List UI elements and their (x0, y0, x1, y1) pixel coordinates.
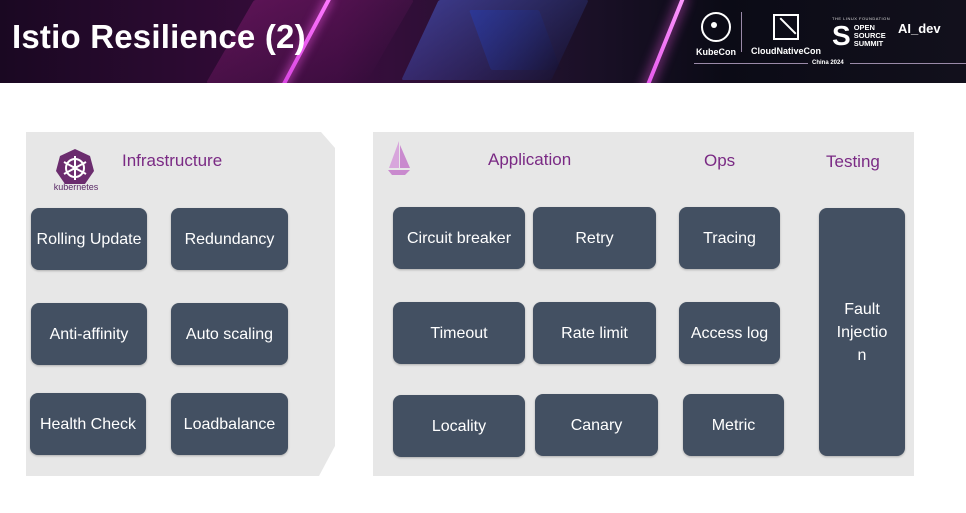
card-anti-affinity: Anti-affinity (31, 303, 147, 365)
section-title-infrastructure: Infrastructure (122, 151, 223, 170)
card-locality: Locality (393, 395, 525, 457)
logo-rule (850, 63, 966, 64)
card-health-check: Health Check (30, 393, 146, 455)
card-redundancy: Redundancy (171, 208, 288, 270)
ai-dev-logo: AI_dev (898, 21, 941, 36)
event-label: China 2024 (812, 60, 844, 66)
open-source-summit-logo: THE LINUX FOUNDATION S OPEN SOURCE SUMMI… (832, 16, 891, 51)
cncf-icon (773, 14, 799, 40)
card-fault-injection: Fault Injectio n (819, 208, 905, 456)
istio-sail-icon (388, 141, 410, 175)
section-title-application: Application (488, 150, 572, 169)
cloudnativecon-logo: CloudNativeCon (746, 8, 826, 78)
card-metric: Metric (683, 394, 784, 456)
card-canary: Canary (535, 394, 658, 456)
card-rolling-update: Rolling Update (31, 208, 147, 270)
oss-s-icon: S (832, 20, 851, 51)
card-circuit-breaker: Circuit breaker (393, 207, 525, 269)
section-title-ops: Ops (704, 151, 736, 170)
banner-decoration (637, 0, 687, 83)
logo-rule (694, 63, 808, 64)
logo-divider (741, 12, 742, 52)
card-auto-scaling: Auto scaling (171, 303, 288, 365)
card-access-log: Access log (679, 302, 780, 364)
card-rate-limit: Rate limit (533, 302, 656, 364)
kubernetes-icon (56, 149, 94, 184)
card-tracing: Tracing (679, 207, 780, 269)
card-retry: Retry (533, 207, 656, 269)
header-banner: Istio Resilience (2) KubeCon CloudNative… (0, 0, 966, 83)
kubecon-logo: KubeCon (694, 8, 738, 78)
card-loadbalance: Loadbalance (171, 393, 288, 455)
card-timeout: Timeout (393, 302, 525, 364)
kubernetes-logo-label: kubernetes (53, 182, 99, 192)
helm-wheel-icon (701, 12, 731, 42)
section-title-testing: Testing (826, 152, 880, 171)
page-title: Istio Resilience (2) (12, 18, 306, 55)
